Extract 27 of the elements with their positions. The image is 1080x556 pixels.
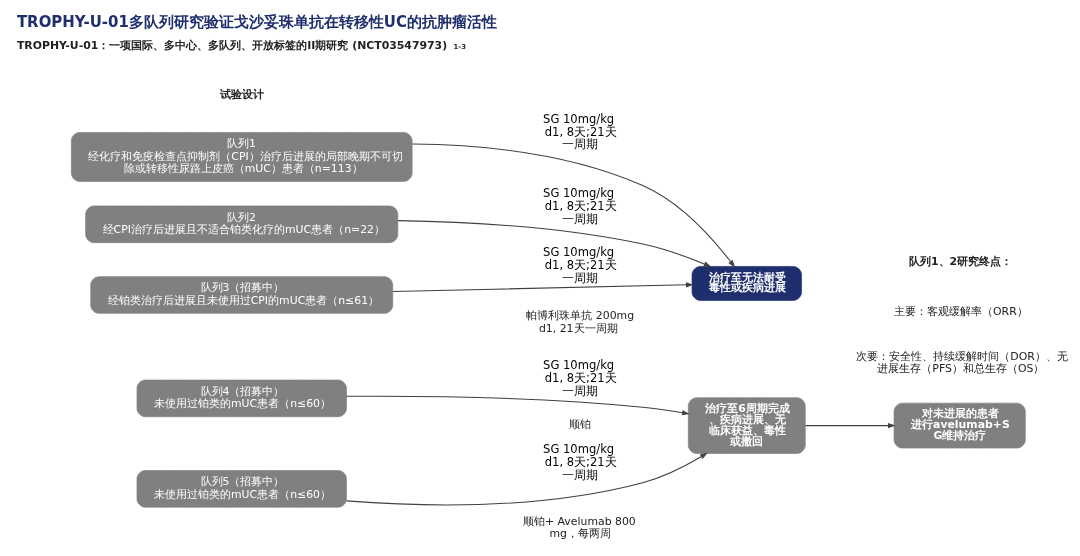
diagram-title: TROPHY-U-01多队列研究验证戈沙妥珠单抗在转移性UC的抗肿瘤活性 <box>16 12 497 31</box>
label: 主要：客观缓解率（ORR） <box>894 304 1028 318</box>
label: 顺铂 <box>569 418 592 432</box>
edge-label: SG 10mg/kg d1, 8天;21天一周期 <box>543 357 617 398</box>
node-box: 队列2 经CPI治疗后进展且不适合铂类化疗的mUC患者（n=22） <box>85 205 399 243</box>
node-box: 队列3（招募中） 经铂类治疗后进展且未使用过CPI的mUC患者（n≤61） <box>90 276 394 314</box>
node-box: 治疗至无法耐受毒性或疾病进展 <box>691 266 802 301</box>
node-box: 队列4（招募中） 未使用过铂类的mUC患者（n≤60） <box>136 379 347 418</box>
label: 顺铂+ Avelumab 800mg，每两周 <box>522 514 636 541</box>
edge-label: SG 10mg/kg d1, 8天;21天一周期 <box>543 186 617 227</box>
arrow <box>345 452 708 506</box>
label: 次要：安全性、持续缓解时间（DOR）、无进展生存（PFS）和总生存（OS） <box>856 350 1068 376</box>
arrow <box>392 282 694 293</box>
node-box: 队列5（招募中） 未使用过铂类的mUC患者（n≤60） <box>136 470 347 508</box>
node-box: 对未进展的患者进行avelumab+SG维持治疗 <box>893 402 1026 449</box>
edge-label: SG 10mg/kg d1, 8天;21天一周期 <box>543 442 617 483</box>
arrow <box>411 143 736 268</box>
label: 队列1、2研究终点： <box>909 254 1013 268</box>
arrow <box>346 395 690 416</box>
arrow <box>805 422 896 429</box>
label: 帕博利珠单抗 200mg d1, 21天一周期 <box>526 309 635 335</box>
arrow <box>397 220 712 268</box>
node-box: 队列1 经化疗和免疫检查点抑制剂（CPI）治疗后进展的局部晚期不可切除或转移性尿路上皮癌（mUC）患者（n=113） <box>71 132 413 182</box>
edge-label: SG 10mg/kg d1, 8天;21天一周期 <box>543 244 617 285</box>
edge-label: SG 10mg/kg d1, 8天;21天一周期 <box>543 111 617 152</box>
label: 试验设计 <box>219 87 264 101</box>
node-box: 治疗至6周期完成、疾病进展、无临床获益、毒性或撤回 <box>687 397 806 454</box>
